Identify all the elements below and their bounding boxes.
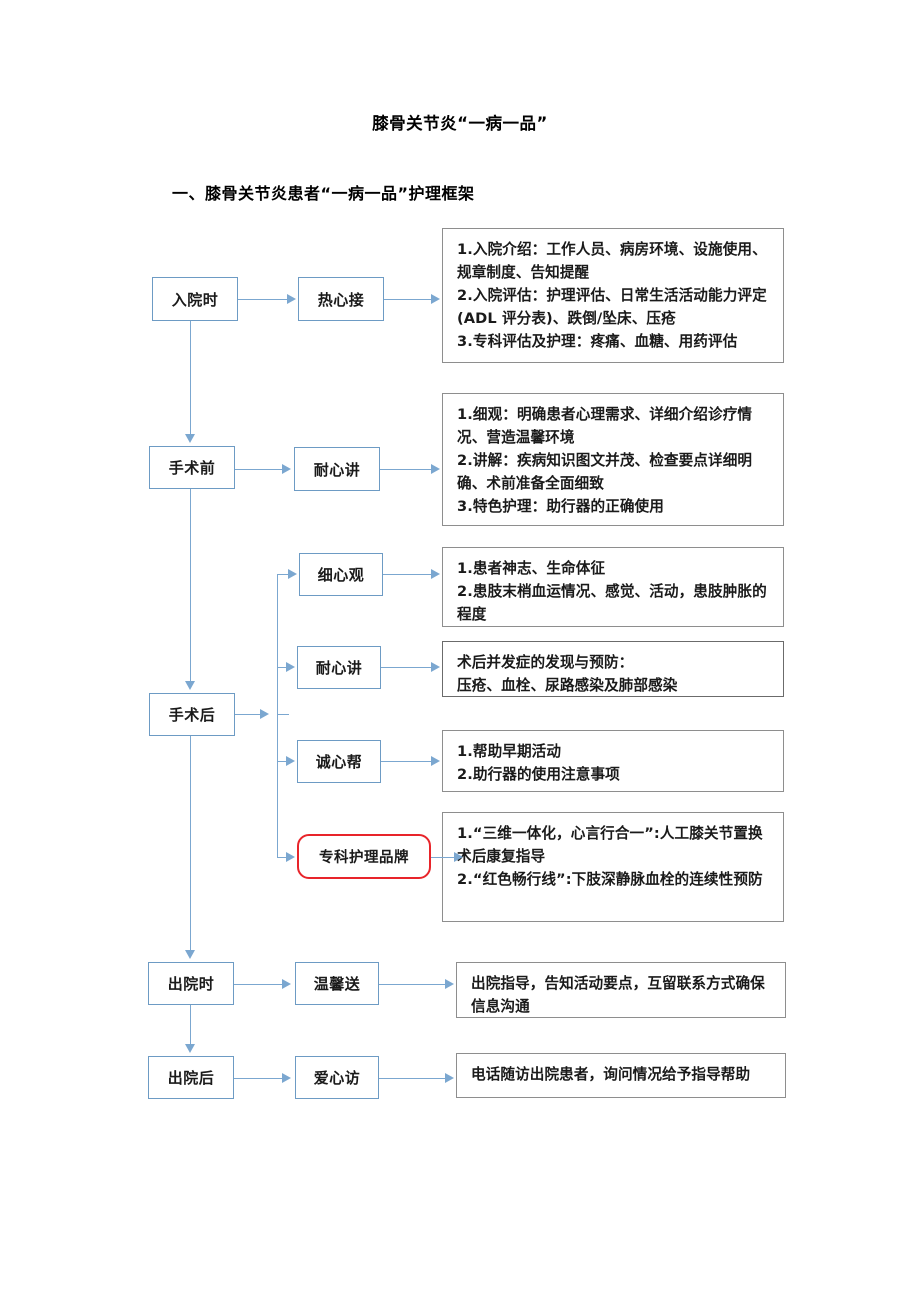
action-box-patient-explain-postop[interactable]: 耐心讲: [297, 646, 381, 689]
stage-box-postop[interactable]: 手术后: [149, 693, 235, 736]
connector-discharge-to-send: [234, 984, 284, 985]
arrowhead-right-icon: [431, 755, 440, 766]
action-box-sincere-help[interactable]: 诚心帮: [297, 740, 381, 783]
connector-trunk-to-explain: [277, 667, 288, 668]
arrowhead-right-icon: [431, 568, 440, 579]
connector-explain-postop-to-content: [381, 667, 433, 668]
content-box-post-discharge: 电话随访出院患者，询问情况给予指导帮助: [456, 1053, 786, 1098]
connector-observe-to-content: [383, 574, 433, 575]
arrowhead-down-icon: [184, 950, 195, 959]
arrowhead-down-icon: [184, 434, 195, 443]
stage-box-post-discharge[interactable]: 出院后: [148, 1056, 234, 1099]
arrowhead-right-icon: [445, 978, 454, 989]
connector-brand-to-content: [431, 857, 456, 858]
action-box-patient-explain-preop[interactable]: 耐心讲: [294, 447, 380, 491]
arrowhead-right-icon: [431, 661, 440, 672]
branch-trunk-stub: [277, 714, 289, 715]
connector-postop-to-trunk: [235, 714, 262, 715]
connector-discharge-to-post-discharge: [190, 1005, 191, 1044]
stage-box-preop[interactable]: 手术前: [149, 446, 235, 489]
arrowhead-right-icon: [282, 978, 291, 989]
arrowhead-down-icon: [184, 681, 195, 690]
action-box-warm-welcome[interactable]: 热心接: [298, 277, 384, 321]
content-box-specialty-nursing-brand: 1.“三维一体化，心言行合一”:人工膝关节置换术后康复指导 2.“红色畅行线”:…: [442, 812, 784, 922]
action-box-specialty-nursing-brand[interactable]: 专科护理品牌: [297, 834, 431, 879]
connector-admission-to-preop: [190, 321, 191, 434]
arrowhead-right-icon: [431, 293, 440, 304]
arrowhead-right-icon: [286, 755, 295, 766]
connector-help-to-content: [381, 761, 433, 762]
connector-explain-to-content: [380, 469, 433, 470]
connector-post-discharge-to-visit: [234, 1078, 284, 1079]
action-box-careful-observe[interactable]: 细心观: [299, 553, 383, 596]
arrowhead-right-icon: [288, 568, 297, 579]
arrowhead-right-icon: [260, 708, 269, 719]
content-box-careful-observe: 1.患者神志、生命体征 2.患肢末梢血运情况、感觉、活动，患肢肿胀的程度: [442, 547, 784, 627]
content-box-sincere-help: 1.帮助早期活动 2.助行器的使用注意事项: [442, 730, 784, 792]
arrowhead-right-icon: [282, 1072, 291, 1083]
connector-preop-to-postop: [190, 489, 191, 681]
stage-box-admission[interactable]: 入院时: [152, 277, 238, 321]
connector-send-to-content: [379, 984, 447, 985]
arrowhead-down-icon: [184, 1044, 195, 1053]
arrowhead-right-icon: [454, 851, 463, 862]
page-title: 膝骨关节炎“一病一品”: [372, 114, 548, 133]
stage-box-discharge[interactable]: 出院时: [148, 962, 234, 1005]
arrowhead-right-icon: [287, 293, 296, 304]
content-box-admission: 1.入院介绍：工作人员、病房环境、设施使用、规章制度、告知提醒 2.入院评估：护…: [442, 228, 784, 363]
connector-visit-to-content: [379, 1078, 447, 1079]
connector-welcome-to-content: [384, 299, 433, 300]
action-box-caring-visit[interactable]: 爱心访: [295, 1056, 379, 1099]
content-box-preop: 1.细观：明确患者心理需求、详细介绍诊疗情况、营造温馨环境 2.讲解：疾病知识图…: [442, 393, 784, 526]
arrowhead-right-icon: [431, 463, 440, 474]
action-box-warm-send[interactable]: 温馨送: [295, 962, 379, 1005]
content-box-discharge: 出院指导，告知活动要点，互留联系方式确保信息沟通: [456, 962, 786, 1018]
section-heading: 一、膝骨关节炎患者“一病一品”护理框架: [172, 184, 475, 203]
connector-trunk-to-help: [277, 761, 288, 762]
arrowhead-right-icon: [286, 661, 295, 672]
arrowhead-right-icon: [282, 463, 291, 474]
connector-postop-to-discharge: [190, 736, 191, 950]
arrowhead-right-icon: [445, 1072, 454, 1083]
content-box-patient-explain: 术后并发症的发现与预防： 压疮、血栓、尿路感染及肺部感染: [442, 641, 784, 697]
connector-admission-to-welcome: [238, 299, 289, 300]
connector-trunk-to-observe: [277, 574, 290, 575]
connector-trunk-to-brand: [277, 857, 288, 858]
arrowhead-right-icon: [286, 851, 295, 862]
connector-preop-to-explain: [235, 469, 284, 470]
branch-trunk-vertical: [277, 574, 278, 858]
